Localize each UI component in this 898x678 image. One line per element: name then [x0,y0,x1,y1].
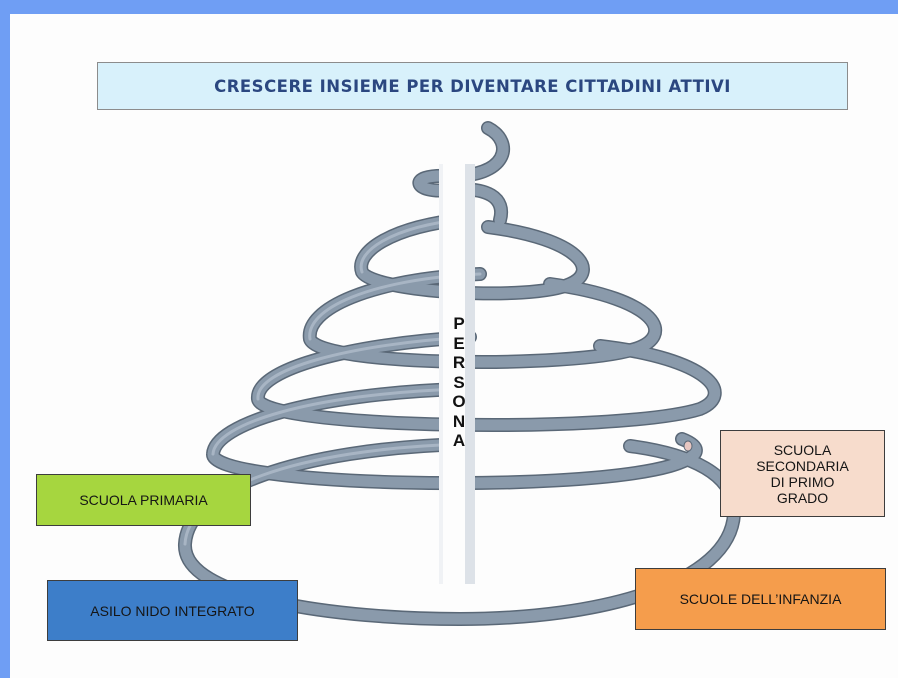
persona-letter: N [452,411,466,431]
persona-label: P E R S O N A [444,314,474,451]
persona-letter: S [453,372,465,392]
spiral-coil-top [414,122,509,226]
spiral-diagram [178,121,741,627]
stage-label: SCUOLA PRIMARIA [79,492,208,508]
diagram-sheet: CRESCERE INSIEME PER DIVENTARE CITTADINI… [10,14,898,678]
stage-scuola-secondaria: SCUOLA SECONDARIA DI PRIMO GRADO [720,430,885,517]
persona-letter: O [452,392,466,411]
stage-label-line: SCUOLA [773,441,832,458]
persona-letter: E [453,333,465,353]
persona-letter: P [453,314,465,333]
stage-asilo-nido: ASILO NIDO INTEGRATO [47,580,298,641]
stage-label: ASILO NIDO INTEGRATO [90,602,255,619]
persona-letter: R [452,353,466,372]
spiral-end-cap [683,440,693,452]
persona-letter: A [452,431,466,450]
stage-label-line: SECONDARIA [756,457,849,474]
title: CRESCERE INSIEME PER DIVENTARE CITTADINI… [214,76,731,96]
stage-scuola-primaria: SCUOLA PRIMARIA [36,474,251,526]
title-box: CRESCERE INSIEME PER DIVENTARE CITTADINI… [97,62,848,110]
stage-label-line: GRADO [776,489,829,506]
stage-label-line: DI PRIMO [770,473,835,490]
stage-scuole-infanzia: SCUOLE DELL’INFANZIA [635,568,886,630]
stage-label: SCUOLE DELL’INFANZIA [679,591,842,607]
